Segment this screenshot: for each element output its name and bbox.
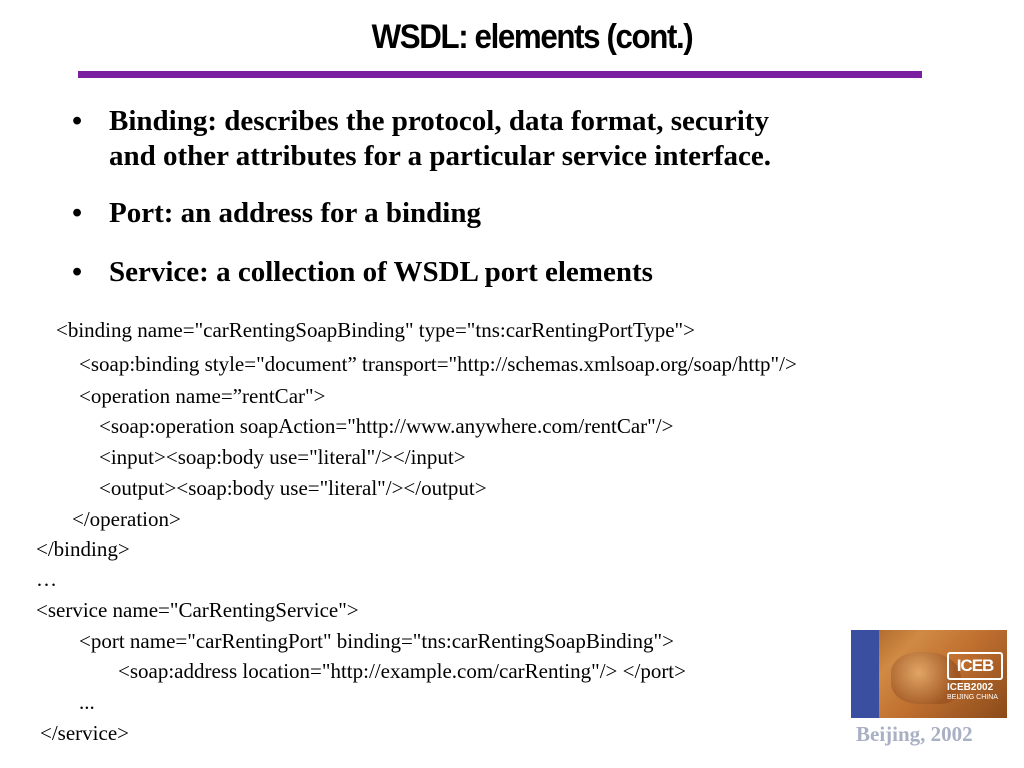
code-line: <operation name=”rentCar"> [79, 384, 326, 408]
logo-year: ICEB2002 [947, 682, 994, 693]
code-line: </operation> [72, 507, 181, 531]
code-line: <soap:binding style="document” transport… [79, 352, 797, 376]
code-line: <output><soap:body use="literal"/></outp… [99, 476, 487, 500]
code-line: <binding name="carRentingSoapBinding" ty… [56, 318, 695, 342]
footer-text: Beijing, 2002 [856, 722, 973, 746]
code-line: </binding> [36, 537, 130, 561]
code-line: </service> [40, 721, 129, 745]
bullet-port-text: Port: an address for a binding [109, 197, 481, 229]
logo-location: BEIJING CHINA [947, 694, 998, 701]
bullet-dot: • [72, 197, 83, 229]
bullet-dot: • [72, 256, 83, 288]
bullet-binding-line2: and other attributes for a particular se… [109, 140, 772, 172]
code-line: <soap:operation soapAction="http://www.a… [99, 414, 674, 438]
bullet-binding-line1: Binding: describes the protocol, data fo… [109, 105, 769, 137]
code-line: <port name="carRentingPort" binding="tns… [79, 629, 674, 653]
title-divider [78, 71, 922, 78]
code-line: … [36, 567, 57, 591]
code-line: ... [79, 690, 95, 714]
bullet-service-text: Service: a collection of WSDL port eleme… [109, 256, 653, 288]
logo-stripe [851, 630, 879, 718]
code-line: <input><soap:body use="literal"/></input… [99, 445, 466, 469]
slide-title: WSDL: elements (cont.) [371, 18, 694, 56]
iceb-logo: ICEB ICEB2002 BEIJING CHINA [851, 630, 1007, 718]
code-line: <service name="CarRentingService"> [36, 598, 359, 622]
logo-mark: ICEB [947, 652, 1003, 680]
code-line: <soap:address location="http://example.c… [118, 659, 686, 683]
bullet-dot: • [72, 105, 83, 137]
